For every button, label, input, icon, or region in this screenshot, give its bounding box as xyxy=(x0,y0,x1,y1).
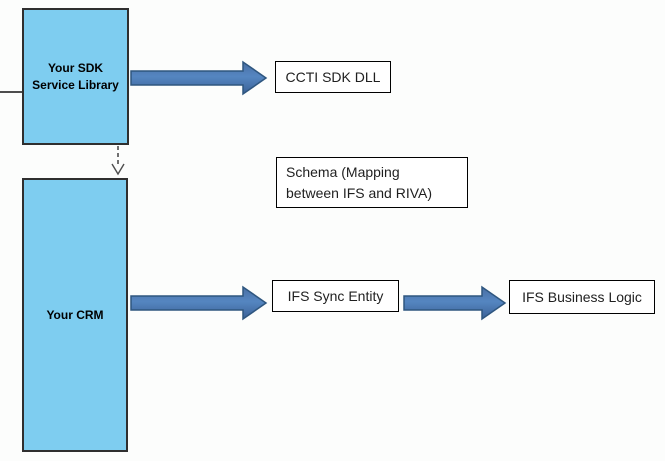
node-ifs-business-logic: IFS Business Logic xyxy=(509,280,655,314)
block-arrow-crm-to-sync-entity xyxy=(130,285,268,321)
left-edge-connector-stub xyxy=(0,91,22,93)
node-sdk-service-library: Your SDK Service Library xyxy=(22,8,129,145)
node-schema-mapping-line2: between IFS and RIVA) xyxy=(286,184,433,201)
block-arrow-sdk-to-ccti xyxy=(130,60,268,96)
dashed-arrow-sdk-to-crm xyxy=(111,146,125,176)
node-your-crm: Your CRM xyxy=(22,178,128,452)
node-ifs-sync-entity-label: IFS Sync Entity xyxy=(287,288,384,304)
block-arrow-sync-entity-to-business-logic xyxy=(403,285,507,321)
node-ccti-sdk-dll-label: CCTI SDK DLL xyxy=(285,69,381,85)
node-schema-mapping-line1: Schema (Mapping xyxy=(286,163,400,180)
node-ccti-sdk-dll: CCTI SDK DLL xyxy=(275,61,391,93)
node-ifs-business-logic-label: IFS Business Logic xyxy=(522,289,642,305)
node-your-crm-label: Your CRM xyxy=(46,307,104,322)
node-ifs-sync-entity: IFS Sync Entity xyxy=(272,280,399,312)
node-sdk-service-library-label: Your SDK Service Library xyxy=(32,61,119,92)
node-schema-mapping: Schema (Mapping between IFS and RIVA) xyxy=(276,157,468,208)
